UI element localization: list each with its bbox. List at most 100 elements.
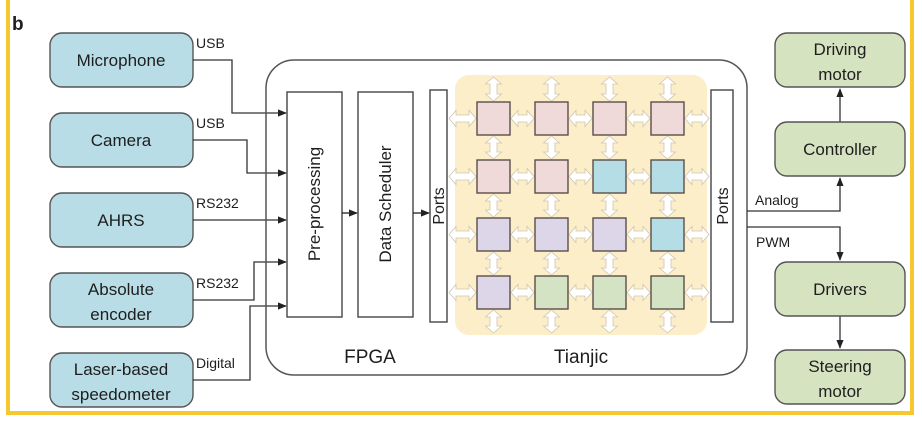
laser-speedometer-label: Laser-based xyxy=(74,360,169,379)
core-tile-blue xyxy=(650,159,685,194)
link-arrow xyxy=(484,251,503,276)
laser-speedometer-label: speedometer xyxy=(71,385,171,404)
link-arrow xyxy=(568,225,593,244)
driving-motor-box: Driving motor xyxy=(774,32,906,88)
driving-motor-label: Driving xyxy=(814,40,867,59)
steering-motor-label: Steering xyxy=(808,357,871,376)
link-arrow xyxy=(600,193,619,218)
core-tile-green xyxy=(534,275,569,310)
core-tile-purple xyxy=(534,217,569,252)
pwm-label: PWM xyxy=(756,234,790,250)
core-tile-pink xyxy=(650,101,685,136)
tianjic-core-grid xyxy=(448,76,710,334)
link-arrow xyxy=(684,167,710,186)
link-arrow xyxy=(568,283,593,302)
fpga-block: Pre-processing Data Scheduler Ports FPGA… xyxy=(265,59,748,376)
ports-out-label: Ports xyxy=(715,187,732,224)
link-arrow xyxy=(684,283,710,302)
link-arrow xyxy=(542,309,561,334)
fpga-label: FPGA xyxy=(344,347,396,368)
link-arrow xyxy=(542,135,561,160)
link-arrow xyxy=(684,225,710,244)
link-arrow xyxy=(658,251,677,276)
input-camera: Camera USB xyxy=(49,112,225,168)
link-arrow xyxy=(626,167,651,186)
absolute-encoder-link-label: RS232 xyxy=(196,275,239,291)
link-arrow xyxy=(510,225,535,244)
link-arrow xyxy=(658,135,677,160)
link-arrow xyxy=(600,76,619,102)
link-arrow xyxy=(510,283,535,302)
steering-motor-label: motor xyxy=(818,382,862,401)
link-arrow xyxy=(448,283,477,302)
panel-label: b xyxy=(12,14,24,35)
input-laser-speedometer: Laser-based speedometer Digital xyxy=(49,352,235,408)
drivers-box: Drivers xyxy=(774,261,906,317)
core-tile-pink xyxy=(592,101,627,136)
sensor-inputs: MicrophoneUSBCameraUSBAHRSRS232Absolutee… xyxy=(49,32,239,408)
link-arrow xyxy=(542,193,561,218)
core-tile-pink xyxy=(534,101,569,136)
link-arrow xyxy=(542,76,561,102)
ports-in-block xyxy=(429,89,448,323)
link-arrow xyxy=(542,251,561,276)
analog-label: Analog xyxy=(755,192,799,208)
preprocessing-label: Pre-processing xyxy=(305,147,324,261)
core-tile-purple xyxy=(476,275,511,310)
link-arrow xyxy=(600,309,619,334)
link-arrow xyxy=(684,109,710,128)
link-arrow xyxy=(658,309,677,334)
ports-in-label: Ports xyxy=(431,187,448,224)
data-scheduler-label: Data Scheduler xyxy=(376,145,395,263)
core-tile-pink xyxy=(476,101,511,136)
camera-wire xyxy=(193,139,287,177)
link-arrow xyxy=(484,76,503,102)
core-tile-pink xyxy=(534,159,569,194)
camera-link-label: USB xyxy=(196,115,225,131)
link-arrow xyxy=(484,135,503,160)
microphone-label: Microphone xyxy=(77,51,166,70)
laser-speedometer-wire xyxy=(193,302,287,381)
controller-box: Controller xyxy=(774,121,906,177)
core-tile-green xyxy=(650,275,685,310)
ports-out-block xyxy=(710,89,734,323)
core-tile-purple xyxy=(592,217,627,252)
link-arrow xyxy=(568,167,593,186)
core-tile-pink xyxy=(476,159,511,194)
link-arrow xyxy=(448,167,477,186)
link-arrow xyxy=(510,167,535,186)
core-tile-blue xyxy=(592,159,627,194)
analog-wire xyxy=(747,177,844,212)
preprocessing-block xyxy=(286,91,343,318)
link-arrow xyxy=(448,109,477,128)
laser-speedometer-link-label: Digital xyxy=(196,355,235,371)
panel-frame xyxy=(6,0,914,415)
pwm-wire xyxy=(747,226,844,261)
absolute-encoder-label: encoder xyxy=(90,305,152,324)
link-arrow xyxy=(448,225,477,244)
link-arrow xyxy=(626,283,651,302)
link-arrow xyxy=(510,109,535,128)
data-scheduler-block xyxy=(357,91,414,318)
controller-label: Controller xyxy=(803,140,877,159)
input-absolute-encoder: Absolute encoder RS232 xyxy=(49,272,239,328)
core-tile-green xyxy=(592,275,627,310)
link-arrow xyxy=(600,135,619,160)
input-wires xyxy=(193,59,287,381)
driving-motor-label: motor xyxy=(818,65,862,84)
tianjic-background xyxy=(455,75,707,335)
absolute-encoder-wire xyxy=(193,258,287,301)
link-arrow xyxy=(484,193,503,218)
link-arrow xyxy=(626,225,651,244)
camera-label: Camera xyxy=(91,131,152,150)
tianjic-label: Tianjic xyxy=(554,347,608,368)
microphone-wire xyxy=(193,59,287,117)
steering-motor-box: Steering motor xyxy=(774,349,906,405)
absolute-encoder-label: Absolute xyxy=(88,280,154,299)
link-arrow xyxy=(626,109,651,128)
microphone-link-label: USB xyxy=(196,35,225,51)
fpga-outline xyxy=(265,59,748,376)
core-tile-purple xyxy=(476,217,511,252)
link-arrow xyxy=(484,309,503,334)
